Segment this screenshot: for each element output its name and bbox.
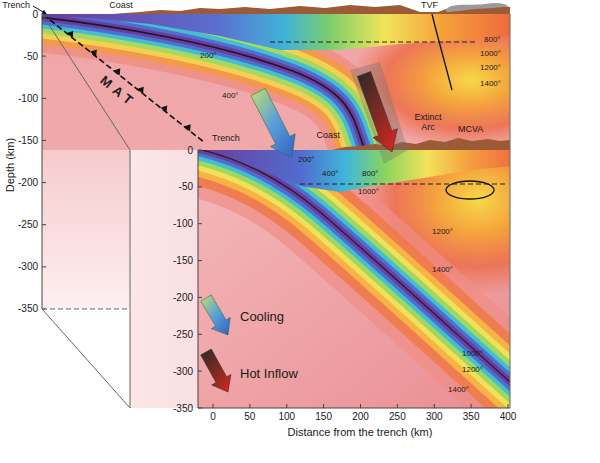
slab-top-line	[198, 150, 510, 400]
place-label: Coast	[109, 1, 133, 11]
box-edge	[42, 309, 130, 310]
isotherm-label: 1400°	[432, 266, 453, 275]
axis-tick: -150	[18, 135, 38, 146]
volcanic-plume	[446, 3, 508, 12]
axis-tick: 150	[315, 411, 332, 422]
axis-line	[42, 14, 43, 309]
axis-tick: 400	[500, 411, 517, 422]
upper-plate	[198, 150, 510, 192]
axis-tick: -350	[18, 303, 38, 314]
axis-ticks	[42, 14, 46, 309]
subduction-teeth	[67, 31, 191, 131]
isotherm-label: 400°	[322, 170, 339, 179]
isotherm-label: 1000°	[462, 350, 483, 359]
legend-arrow	[201, 349, 231, 392]
axis-tick: -150	[173, 255, 193, 266]
legend-text: Cooling	[240, 310, 284, 324]
isotherm-label: 1400°	[480, 80, 501, 89]
place-label: MCVA	[458, 125, 483, 135]
isotherm-label: 200°	[200, 52, 217, 61]
axis-tick: -200	[173, 292, 193, 303]
slab-bands	[198, 150, 510, 400]
hot-inflow-arrow	[357, 72, 397, 152]
isotherm-label: 1400°	[448, 386, 469, 395]
axis-tick: 0	[32, 9, 38, 20]
place-label: Coast	[316, 131, 340, 141]
boundary-line	[432, 14, 452, 90]
axis-tick: 0	[210, 411, 216, 422]
place-label: Trench	[212, 134, 240, 144]
moho-line	[270, 42, 476, 43]
axis-title: Depth (km)	[4, 138, 16, 192]
axis-tick: -100	[173, 218, 193, 229]
topography	[332, 138, 510, 150]
isotherm-label: 800°	[362, 170, 379, 179]
axis-tick: 300	[426, 411, 443, 422]
inflow-tube	[350, 62, 408, 164]
trench-trace	[50, 20, 205, 143]
axis-ticks	[198, 150, 202, 408]
axis-tick: 50	[244, 411, 255, 422]
back-section	[42, 14, 510, 150]
cooling-arrow	[251, 88, 295, 158]
box-edge	[510, 14, 511, 408]
isotherm-label: 1200°	[432, 228, 453, 237]
leader-arrowhead	[42, 10, 48, 15]
axis-tick: -300	[18, 261, 38, 272]
slab-top-line	[42, 16, 372, 150]
isotherm-label: 400°	[222, 92, 239, 101]
isotherm-label: 1200°	[480, 64, 501, 73]
isotherm-label: 1000°	[358, 188, 379, 197]
trench-label: MAT	[97, 73, 139, 110]
legend-text: Hot Inflow	[240, 367, 298, 381]
axis-tick: -250	[18, 219, 38, 230]
axis-tick: -100	[18, 93, 38, 104]
axis-line	[198, 150, 510, 408]
axis-tick: -50	[24, 51, 38, 62]
axis-title: Distance from the trench (km)	[288, 426, 433, 438]
isotherm-label: 1200°	[462, 366, 483, 375]
place-label: Extinct Arc	[410, 113, 446, 133]
axis-tick: 0	[187, 145, 193, 156]
axis-ticks	[213, 404, 508, 408]
axis-tick: 350	[463, 411, 480, 422]
place-label: Trench	[2, 1, 30, 11]
front-section	[198, 150, 510, 408]
axis-tick: -50	[179, 181, 193, 192]
place-label: TVF	[421, 1, 438, 11]
isotherm-label: 1000°	[480, 50, 501, 59]
legend-arrow	[201, 295, 231, 335]
axis-tick: 250	[389, 411, 406, 422]
box-edge	[130, 150, 131, 408]
axis-tick: -200	[18, 177, 38, 188]
axis-tick: -350	[173, 403, 193, 414]
axis-tick: 200	[352, 411, 369, 422]
isotherm-label: 800°	[484, 36, 501, 45]
axis-tick: -300	[173, 366, 193, 377]
isotherm-label: 200°	[298, 156, 315, 165]
axis-tick: 100	[278, 411, 295, 422]
melt-contour	[446, 181, 494, 199]
axis-tick: -250	[173, 329, 193, 340]
moho-line	[300, 184, 508, 185]
